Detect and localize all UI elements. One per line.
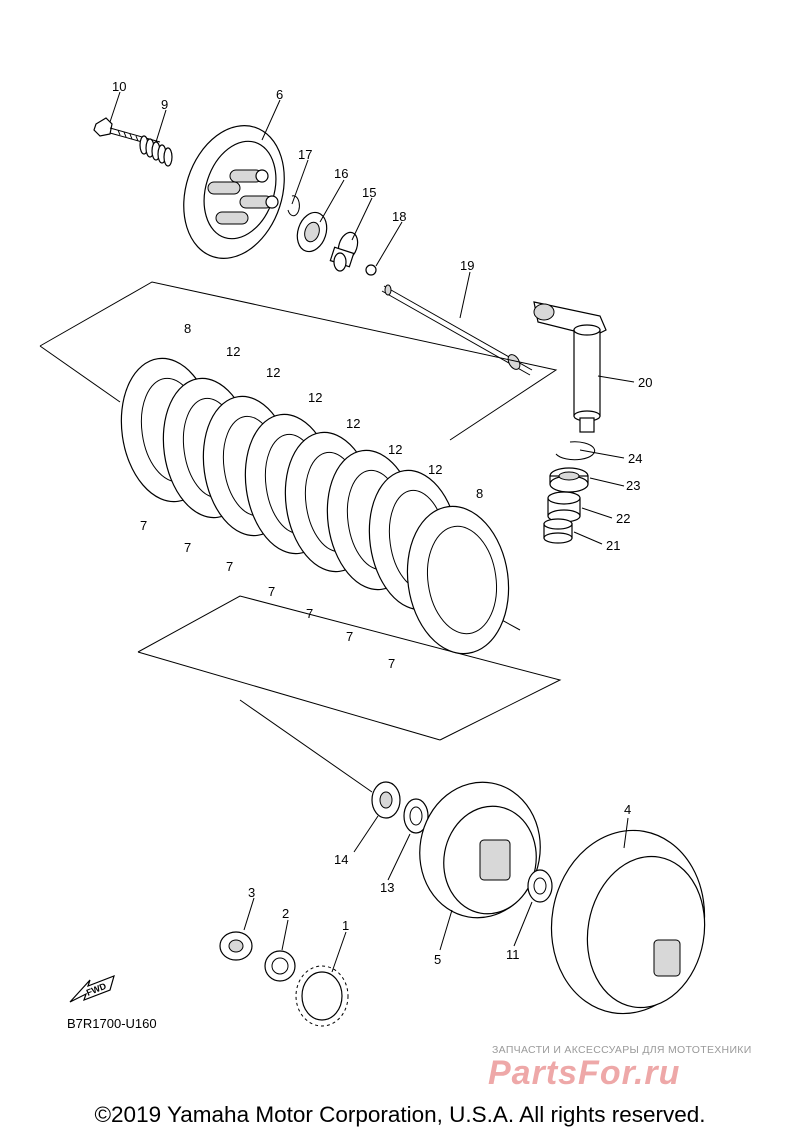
watermark-logo: PartsFor.ru	[488, 1054, 681, 1092]
callout-17: 17	[298, 147, 312, 162]
callout-9: 9	[161, 97, 168, 112]
callout-10: 10	[112, 79, 126, 94]
callout-3: 3	[248, 885, 255, 900]
callout-13: 13	[380, 880, 394, 895]
callout-12: 12	[428, 462, 442, 477]
callout-12: 12	[388, 442, 402, 457]
diagram-code: B7R1700-U160	[67, 1016, 157, 1031]
clutch-plates-stack	[120, 357, 510, 655]
callout-8: 8	[184, 321, 191, 336]
washer-2-part	[264, 950, 296, 982]
bearing-22-part	[547, 491, 581, 523]
callout-22: 22	[616, 511, 630, 526]
callout-4: 4	[624, 802, 631, 817]
watermark-tagline: ЗАПЧАСТИ И АКСЕССУАРЫ ДЛЯ МОТОТЕХНИКИ	[492, 1044, 752, 1056]
clutch-housing-4-part	[550, 829, 706, 1015]
callout-24: 24	[628, 451, 642, 466]
callout-14: 14	[334, 852, 348, 867]
callout-23: 23	[626, 478, 640, 493]
circlip-24-part	[555, 441, 596, 461]
oil-seal-3-part	[219, 931, 253, 961]
lock-washer-13-part	[403, 798, 429, 834]
gear-1-part	[295, 965, 349, 1027]
callout-19: 19	[460, 258, 474, 273]
callout-5: 5	[434, 952, 441, 967]
leader-lines	[109, 91, 635, 973]
callout-7: 7	[268, 584, 275, 599]
callout-12: 12	[226, 344, 240, 359]
callout-8: 8	[476, 486, 483, 501]
push-lever-shaft-part	[533, 301, 607, 433]
callout-15: 15	[362, 185, 376, 200]
pressure-plate-part	[183, 125, 285, 259]
callout-16: 16	[334, 166, 348, 181]
callout-12: 12	[266, 365, 280, 380]
callout-20: 20	[638, 375, 652, 390]
callout-6: 6	[276, 87, 283, 102]
spring-part	[139, 135, 173, 167]
bushing-21-part	[543, 518, 573, 544]
oil-seal-23-part	[549, 467, 589, 493]
callout-7: 7	[140, 518, 147, 533]
lock-nut-14-part	[371, 781, 401, 819]
circlip-part	[287, 195, 300, 217]
callout-12: 12	[346, 416, 360, 431]
bearing-part	[296, 211, 328, 253]
long-push-rod-part	[381, 284, 533, 376]
callout-7: 7	[184, 540, 191, 555]
callout-11: 11	[506, 947, 520, 962]
callout-7: 7	[306, 606, 313, 621]
callout-21: 21	[606, 538, 620, 553]
push-rod-part	[329, 231, 359, 272]
ball-part	[365, 264, 377, 276]
clutch-boss-5-part	[419, 781, 541, 919]
callout-labels: 10 9 6 17 16 15 18 19 20 24 23 22 21 8 1…	[112, 79, 652, 967]
callout-12: 12	[308, 390, 322, 405]
fwd-arrow-icon: FWD	[66, 968, 118, 1017]
callout-7: 7	[346, 629, 353, 644]
callout-2: 2	[282, 906, 289, 921]
callout-7: 7	[388, 656, 395, 671]
callout-18: 18	[392, 209, 406, 224]
copyright-notice: ©2019 Yamaha Motor Corporation, U.S.A. A…	[94, 1102, 706, 1127]
callout-1: 1	[342, 918, 349, 933]
callout-7: 7	[226, 559, 233, 574]
thrust-washer-11-part	[527, 869, 553, 903]
